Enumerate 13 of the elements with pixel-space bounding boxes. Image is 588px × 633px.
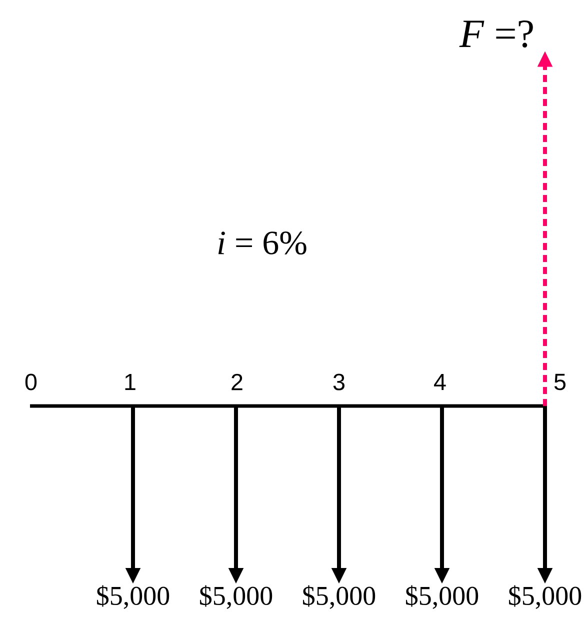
period-number: 0 (25, 374, 37, 390)
period-number: 1 (125, 374, 136, 390)
amount-label: $5,000 (303, 585, 376, 609)
amount-label: $5,000 (200, 585, 272, 609)
amount-label: $5,000 (406, 585, 478, 609)
period-number: 2 (232, 374, 242, 390)
period-number: 5 (554, 374, 566, 390)
amount-label: $5,000 (97, 585, 170, 609)
rate-label: i = 6% (218, 231, 306, 255)
period-number: 4 (434, 374, 446, 390)
amount-label: $5,000 (509, 585, 582, 609)
unknown-value-label: F =? (459, 20, 533, 48)
period-number: 3 (333, 374, 344, 390)
